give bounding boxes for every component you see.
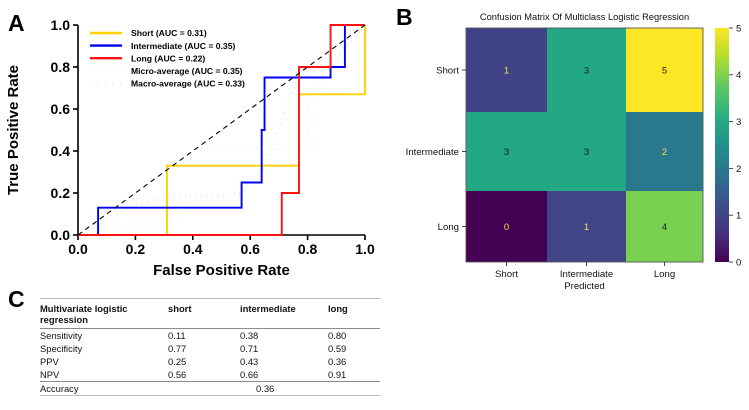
roc-x-axis-label: False Positive Rate [153, 262, 290, 279]
confusion-matrix-cell [466, 28, 547, 112]
confusion-matrix-cell-value: 2 [662, 147, 667, 158]
panel-letter-a: A [8, 10, 25, 36]
confusion-matrix-cell [466, 191, 547, 262]
table-cell-metric: NPV [40, 369, 60, 380]
colorbar-tick-label: 0 [736, 257, 741, 268]
roc-x-tick-label: 0.4 [183, 241, 203, 257]
table-row: NPV 0.56 0.66 0.91 [40, 368, 380, 382]
confusion-matrix-col-label: Intermediate [560, 269, 613, 280]
confusion-matrix-panel: Confusion Matrix Of Multiclass Logistic … [390, 0, 749, 290]
roc-y-tick-label: 0.4 [51, 143, 71, 159]
table-cell-short: 0.25 [168, 356, 187, 367]
colorbar-tick-label: 3 [736, 117, 741, 128]
colorbar-tick-label: 4 [736, 70, 742, 81]
roc-x-tick-label: 0.2 [126, 241, 146, 257]
confusion-matrix-cell-value: 3 [584, 147, 589, 158]
confusion-matrix-cell-value: 1 [584, 222, 589, 233]
header-metric: Multivariate logistic regression [40, 298, 168, 329]
roc-x-tick-label: 0.0 [68, 241, 88, 257]
table-cell-intermediate: 0.71 [240, 343, 259, 354]
confusion-matrix-cell [626, 191, 703, 262]
table-cell-long: 0.36 [328, 356, 347, 367]
confusion-matrix-cell [547, 112, 626, 191]
confusion-matrix-row-label: Long [438, 222, 459, 233]
accuracy-value: 0.36 [168, 381, 380, 396]
roc-x-tick-label: 0.6 [240, 241, 260, 257]
colorbar-tick-label: 2 [736, 164, 741, 175]
roc-legend-label: Intermediate (AUC = 0.35) [131, 41, 235, 51]
table-bottom-rule [40, 395, 380, 396]
table-cell-long: 0.91 [328, 369, 347, 380]
confusion-matrix-cell [547, 191, 626, 262]
table-cell-intermediate: 0.43 [240, 356, 259, 367]
roc-y-tick-label: 1.0 [51, 17, 71, 33]
table-cell-intermediate: 0.38 [240, 328, 328, 342]
roc-series-short [78, 25, 366, 236]
table-header-row: Multivariate logistic regression short i… [40, 298, 380, 329]
table-cell-long: 0.80 [328, 328, 380, 342]
confusion-matrix-cell [466, 112, 547, 191]
header-intermediate: intermediate [240, 298, 328, 329]
metrics-table-panel: Multivariate logistic regression short i… [40, 298, 380, 396]
roc-legend-label: Macro-average (AUC = 0.33) [131, 79, 245, 89]
confusion-matrix-cell-value: 1 [504, 66, 509, 77]
table-cell-metric: Sensitivity [40, 328, 168, 342]
confusion-matrix-cell [547, 28, 626, 112]
colorbar-tick-label: 5 [736, 23, 741, 34]
panel-letter-c: C [8, 286, 25, 312]
confusion-matrix-cell [626, 28, 703, 112]
confusion-matrix-cell-value: 3 [504, 147, 509, 158]
confusion-matrix-x-axis-label: Predicted [564, 281, 605, 290]
table-cell-short: 0.11 [168, 328, 240, 342]
confusion-matrix-cell [626, 112, 703, 191]
roc-y-tick-label: 0.2 [51, 185, 71, 201]
roc-legend-label: Short (AUC = 0.31) [131, 28, 207, 38]
confusion-matrix-row-label: Intermediate [406, 147, 459, 158]
roc-series-chance [77, 24, 366, 236]
roc-x-tick-label: 0.8 [298, 241, 318, 257]
header-long: long [328, 298, 380, 329]
colorbar-tick-label: 1 [736, 211, 741, 222]
table-cell-intermediate: 0.66 [240, 369, 259, 380]
confusion-matrix-border [465, 27, 704, 263]
table-row: PPV 0.25 0.43 0.36 [40, 355, 380, 368]
roc-series-long [78, 24, 365, 236]
confusion-matrix-cell-value: 0 [504, 222, 509, 233]
confusion-matrix-chart: Confusion Matrix Of Multiclass Logistic … [406, 12, 742, 290]
confusion-matrix-col-label: Long [654, 269, 675, 280]
confusion-matrix-col-label: Short [495, 269, 518, 280]
accuracy-label: Accuracy [40, 381, 168, 396]
roc-legend-label: Micro-average (AUC = 0.35) [131, 66, 243, 76]
table-cell-long: 0.59 [328, 343, 347, 354]
table-cell-metric: PPV [40, 356, 59, 367]
roc-series-micro-average [78, 23, 366, 237]
colorbar [715, 28, 729, 262]
roc-y-tick-label: 0.6 [51, 101, 71, 117]
panel-letter-b: B [396, 4, 413, 30]
metrics-table: Multivariate logistic regression short i… [40, 298, 380, 396]
confusion-matrix-cell-value: 4 [662, 222, 667, 233]
confusion-matrix-title: Confusion Matrix Of Multiclass Logistic … [480, 12, 689, 22]
roc-x-tick-label: 1.0 [355, 241, 375, 257]
confusion-matrix-cell-value: 5 [662, 66, 667, 77]
roc-y-tick-label: 0.0 [51, 227, 71, 243]
table-row: Specificity 0.77 0.71 0.59 [40, 342, 380, 355]
table-cell-short: 0.77 [168, 343, 187, 354]
roc-legend-label: Long (AUC = 0.22) [131, 53, 205, 63]
roc-y-axis-label: True Positive Rate [5, 65, 22, 195]
roc-y-tick-label: 0.8 [51, 59, 71, 75]
table-cell-short: 0.56 [168, 369, 187, 380]
header-short: short [168, 298, 240, 329]
confusion-matrix-cell-value: 3 [584, 66, 589, 77]
roc-series-intermediate [78, 24, 365, 236]
roc-series-macro-average [77, 23, 367, 237]
roc-chart: 0.0 0.2 0.4 0.6 0.8 1.0 0.0 0.2 0.4 0.6 0.8 1.0Fals… [5, 17, 375, 279]
confusion-matrix-row-label: Short [436, 65, 459, 76]
table-cell-metric: Specificity [40, 343, 83, 354]
